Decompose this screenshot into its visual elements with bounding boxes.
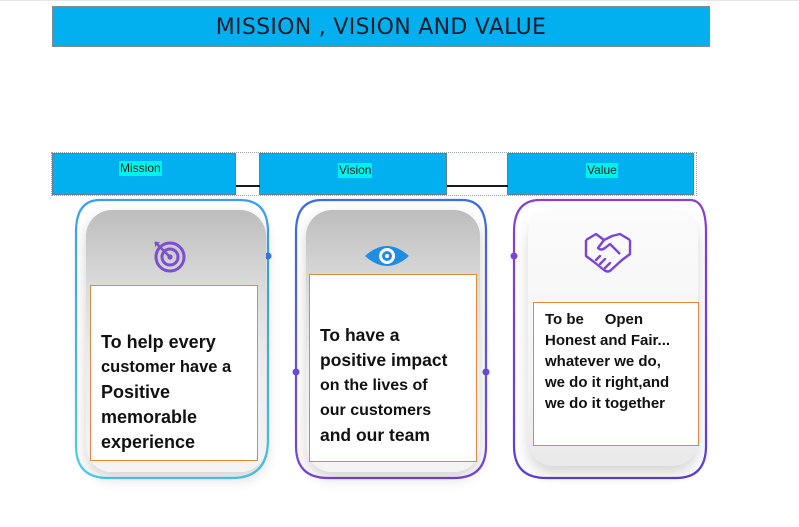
value-text-box: To be Open Honest and Fair... whatever w… xyxy=(533,302,699,446)
connector-line xyxy=(447,185,508,187)
handshake-icon xyxy=(584,232,632,273)
mission-text-box: To help every customer have a Positive m… xyxy=(90,285,258,461)
vision-header-label: Vision xyxy=(338,163,373,178)
mission-header-box: Mission xyxy=(52,153,236,195)
connector-line xyxy=(236,185,260,187)
text-line: positive impact xyxy=(320,350,448,370)
vision-statement: To have a positive impact on the lives o… xyxy=(320,323,482,448)
mission-header-label: Mission xyxy=(119,161,162,176)
vision-connector-dot xyxy=(292,368,300,376)
text-line: customer have a xyxy=(101,358,232,376)
vision-text-box: To have a positive impact on the lives o… xyxy=(309,274,477,462)
text-line: To have a xyxy=(320,325,400,345)
text-line: experience xyxy=(101,432,196,452)
vision-header-box: Vision xyxy=(259,153,447,195)
text-line: memorable xyxy=(101,407,198,427)
value-connector-dot xyxy=(510,252,518,260)
header-group-frame xyxy=(51,152,697,196)
text-line: and our team xyxy=(320,425,430,445)
value-header-box: Value xyxy=(507,153,694,195)
eye-icon xyxy=(365,246,409,266)
text-line: on the lives of xyxy=(320,377,428,394)
mission-connector-dot xyxy=(264,252,272,260)
text-line: whatever we do, xyxy=(545,353,661,370)
page-title: MISSION , VISION AND VALUE xyxy=(215,15,547,40)
text-line: we do it right,and xyxy=(545,374,670,391)
value-statement: To be Open Honest and Fair... whatever w… xyxy=(545,309,695,414)
mission-statement: To help every customer have a Positive m… xyxy=(101,330,261,455)
value-card-outline xyxy=(512,198,708,480)
value-header-label: Value xyxy=(586,163,618,178)
text-line: Honest and Fair... xyxy=(545,332,671,349)
text-line: we do it together xyxy=(545,395,665,412)
text-line: our customers xyxy=(320,402,432,419)
vision-connector-dot xyxy=(482,368,490,376)
vision-card-outline xyxy=(294,198,488,480)
target-icon xyxy=(154,241,186,273)
text-line: To help every xyxy=(101,332,216,352)
title-bar: MISSION , VISION AND VALUE xyxy=(52,6,710,47)
mission-card-outline xyxy=(74,198,270,480)
text-line: Positive xyxy=(101,382,171,402)
text-line: To be Open xyxy=(545,311,644,328)
